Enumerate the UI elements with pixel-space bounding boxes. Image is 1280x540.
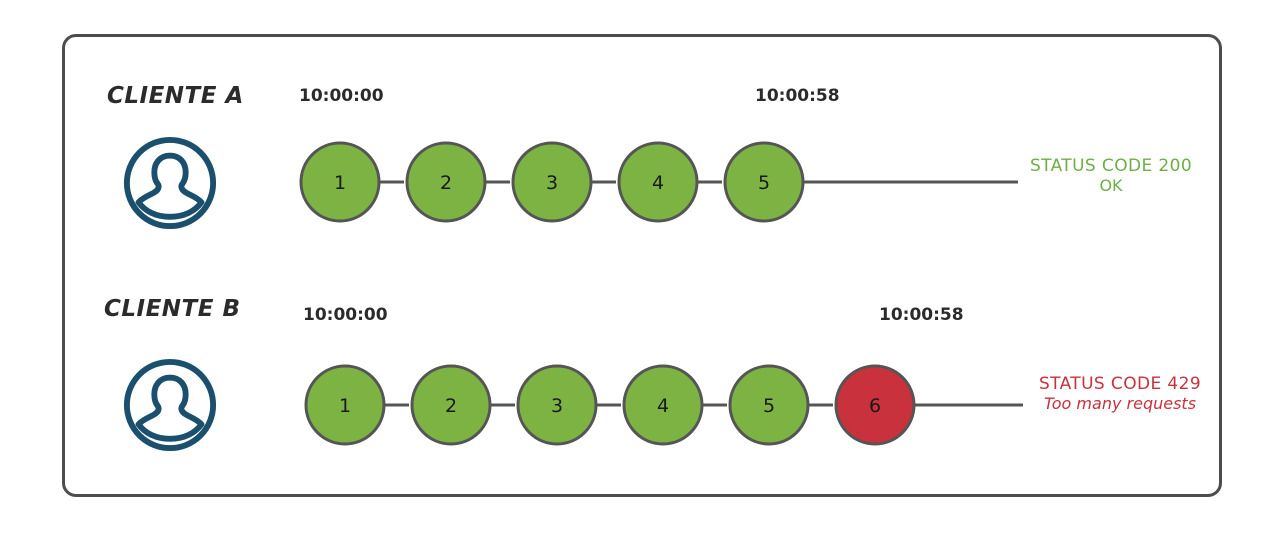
request-node-number: 3 [551,395,563,417]
request-node: 1 [304,364,386,446]
client-a-status-text: OK [1099,175,1123,195]
client-a-timestamp-start: 10:00:00 [299,86,384,106]
request-node-error: 6 [834,364,916,446]
client-b-timestamp-start: 10:00:00 [303,305,388,325]
client-b-label: CLIENTE B [104,296,241,322]
request-node-number: 1 [339,395,351,417]
client-b-request-chain: 1 2 3 4 5 [299,357,1029,453]
request-node: 5 [728,364,810,446]
request-node: 3 [511,141,593,223]
client-a-status-code: STATUS CODE 200 [1029,156,1193,176]
request-node-number: 6 [869,395,881,417]
request-node: 4 [622,364,704,446]
request-node: 2 [405,141,487,223]
user-avatar-icon [123,136,217,230]
request-node-number: 5 [763,395,775,417]
client-b-status-badge: STATUS CODE 429 Too many requests [1022,374,1218,413]
request-node: 3 [516,364,598,446]
request-node: 2 [410,364,492,446]
request-node: 1 [299,141,381,223]
request-node-number: 5 [758,172,770,194]
request-node-number: 1 [334,172,346,194]
client-b-timestamp-end: 10:00:58 [879,305,964,325]
client-a-timestamp-end: 10:00:58 [755,86,840,106]
user-avatar-icon [123,358,217,452]
client-a-label: CLIENTE A [107,83,244,109]
request-node-number: 2 [445,395,457,417]
client-a-status-badge: STATUS CODE 200 OK [1028,156,1194,195]
request-node-number: 4 [652,172,664,194]
request-node: 5 [723,141,805,223]
request-node-number: 3 [546,172,558,194]
client-a-request-chain: 1 2 3 4 5 [294,134,1024,230]
request-node-number: 2 [440,172,452,194]
client-b-status-code: STATUS CODE 429 [1038,374,1202,394]
request-node: 4 [617,141,699,223]
client-b-status-text: Too many requests [1043,393,1197,413]
request-node-number: 4 [657,395,669,417]
